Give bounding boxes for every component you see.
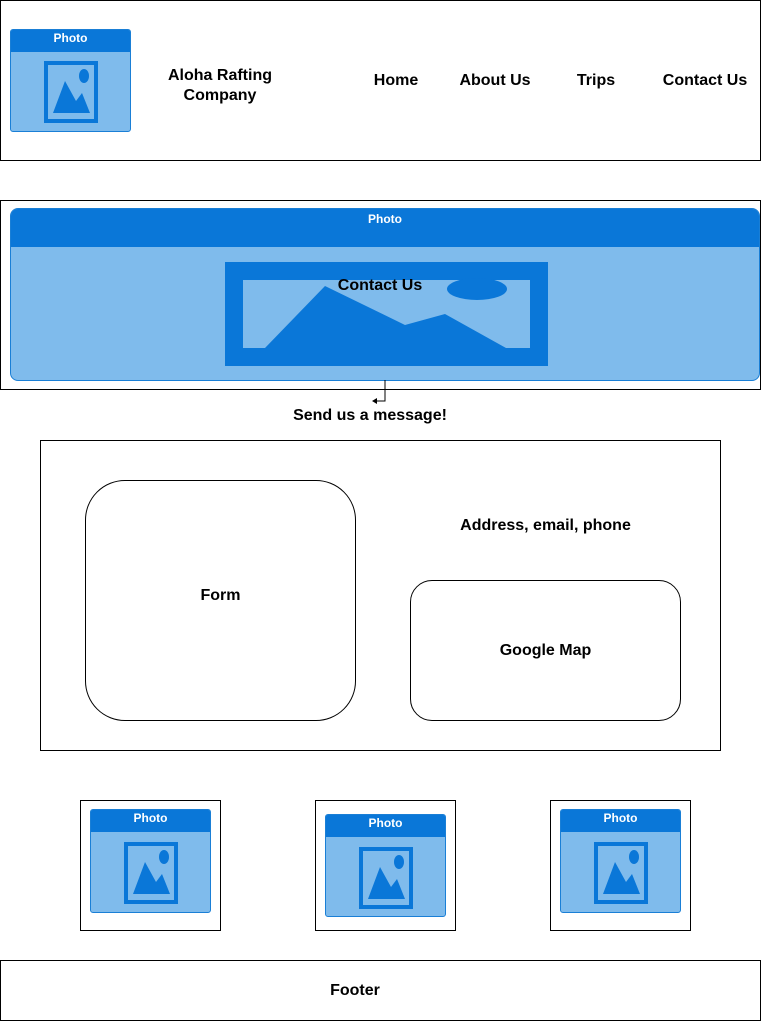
hero-photo-placeholder: Photo — [10, 208, 760, 381]
form-placeholder[interactable] — [85, 480, 356, 721]
photo-title-bar — [11, 30, 130, 52]
send-message-label: Send us a message! — [293, 407, 447, 424]
hero-title: Contact Us — [337, 277, 423, 294]
photo-caption: Photo — [53, 31, 88, 45]
footer-label: Footer — [330, 982, 380, 999]
photo-caption: Photo — [368, 212, 402, 226]
photo-caption: Photo — [603, 811, 638, 825]
footer — [0, 960, 761, 1021]
nav-about-us[interactable]: About Us — [459, 72, 531, 89]
photo-title-bar — [561, 810, 680, 832]
gallery-photo-placeholder: Photo — [325, 814, 446, 917]
nav-contact-us[interactable]: Contact Us — [662, 72, 748, 89]
photo-caption: Photo — [133, 811, 168, 825]
image-icon — [359, 847, 413, 909]
company-name-line1: Aloha Rafting — [168, 67, 272, 84]
photo-title-bar — [326, 815, 445, 837]
image-icon — [594, 842, 648, 904]
nav-trips[interactable]: Trips — [576, 72, 616, 89]
nav-home[interactable]: Home — [373, 72, 419, 89]
company-name: Aloha Rafting Company — [150, 66, 290, 106]
logo-photo-placeholder: Photo — [10, 29, 131, 132]
image-icon — [44, 61, 98, 123]
gallery-photo-placeholder: Photo — [560, 809, 681, 913]
photo-title-bar — [11, 209, 759, 247]
contact-info-label: Address, email, phone — [460, 517, 631, 534]
photo-caption: Photo — [368, 816, 403, 830]
company-name-line2: Company — [183, 87, 257, 104]
connector-arrow — [372, 380, 386, 404]
google-map-placeholder[interactable] — [410, 580, 681, 721]
image-icon — [225, 262, 548, 366]
google-map-label: Google Map — [499, 642, 592, 659]
form-label: Form — [200, 587, 241, 604]
photo-title-bar — [91, 810, 210, 832]
image-icon — [124, 842, 178, 904]
gallery-photo-placeholder: Photo — [90, 809, 211, 913]
